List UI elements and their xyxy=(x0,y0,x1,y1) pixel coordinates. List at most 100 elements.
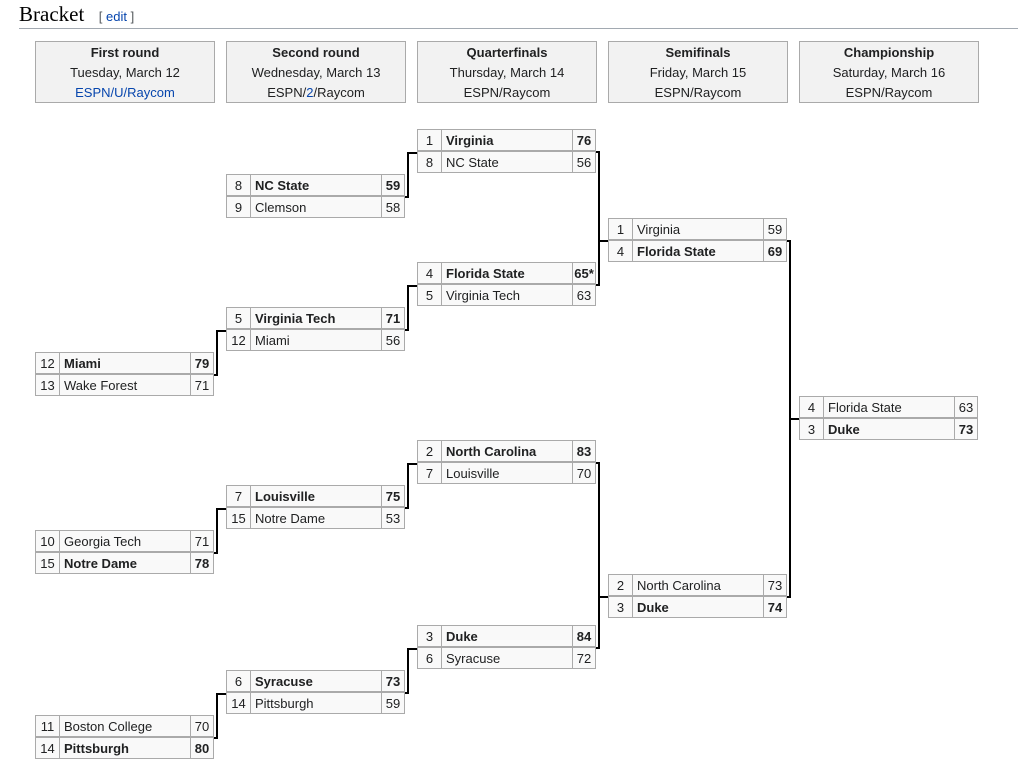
round-date: Thursday, March 14 xyxy=(449,65,565,80)
team-name: Florida State xyxy=(632,240,764,262)
team-seed: 3 xyxy=(417,625,442,647)
round-name: First round xyxy=(90,45,160,60)
tv-raycom: Raycom xyxy=(317,85,365,100)
team-score: 70 xyxy=(190,715,214,737)
round-header-semifinals: Semifinals Friday, March 15 ESPN/Raycom xyxy=(608,41,788,103)
connector-line xyxy=(598,596,608,598)
team-seed: 7 xyxy=(417,462,442,484)
team-name: Louisville xyxy=(250,485,382,507)
team-name: Virginia xyxy=(632,218,764,240)
team-score: 59 xyxy=(763,218,787,240)
team-seed: 2 xyxy=(417,440,442,462)
edit-link[interactable]: edit xyxy=(106,9,127,24)
section-title: Bracket xyxy=(19,2,85,26)
team-seed: 1 xyxy=(417,129,442,151)
connector-line xyxy=(789,418,799,420)
connector-line xyxy=(216,508,226,510)
team-score: 53 xyxy=(381,507,405,529)
team-name: North Carolina xyxy=(632,574,764,596)
team-name: Notre Dame xyxy=(250,507,382,529)
team-name: Syracuse xyxy=(441,647,573,669)
team-score: 73 xyxy=(954,418,978,440)
connector-line xyxy=(216,508,218,554)
team-seed: 10 xyxy=(35,530,60,552)
team-seed: 8 xyxy=(417,151,442,173)
connector-line xyxy=(407,463,417,465)
team-score: 59 xyxy=(381,692,405,714)
team-score: 65* xyxy=(572,262,596,284)
edit-bracket-open: [ xyxy=(98,9,103,24)
team-name: NC State xyxy=(441,151,573,173)
team-seed: 1 xyxy=(608,218,633,240)
team-score: 83 xyxy=(572,440,596,462)
section-heading: Bracket [ edit ] xyxy=(19,2,1018,29)
team-name: Virginia Tech xyxy=(441,284,573,306)
tv-espn: ESPN xyxy=(267,85,303,100)
team-name: Boston College xyxy=(59,715,191,737)
connector-line xyxy=(407,463,409,509)
round-header-quarterfinals: Quarterfinals Thursday, March 14 ESPN/Ra… xyxy=(417,41,597,103)
connector-line xyxy=(598,151,600,286)
round-tv: ESPN/Raycom xyxy=(654,85,742,100)
team-score: 76 xyxy=(572,129,596,151)
connector-line xyxy=(216,693,226,695)
team-seed: 6 xyxy=(417,647,442,669)
team-score: 73 xyxy=(381,670,405,692)
team-score: 84 xyxy=(572,625,596,647)
tv-link-u[interactable]: U xyxy=(114,85,124,100)
team-score: 74 xyxy=(763,596,787,618)
round-tv: ESPN/U/Raycom xyxy=(75,85,175,100)
connector-line xyxy=(407,648,417,650)
team-score: 56 xyxy=(381,329,405,351)
team-name: Virginia Tech xyxy=(250,307,382,329)
connector-line xyxy=(407,648,409,694)
team-score: 71 xyxy=(381,307,405,329)
team-score: 75 xyxy=(381,485,405,507)
tv-link-raycom[interactable]: Raycom xyxy=(127,85,175,100)
connector-line xyxy=(598,240,608,242)
tv-link-espn[interactable]: ESPN xyxy=(75,85,111,100)
team-name: North Carolina xyxy=(441,440,573,462)
team-name: Florida State xyxy=(441,262,573,284)
team-seed: 3 xyxy=(799,418,824,440)
team-name: Wake Forest xyxy=(59,374,191,396)
team-score: 71 xyxy=(190,530,214,552)
connector-line xyxy=(407,285,409,331)
team-score: 79 xyxy=(190,352,214,374)
team-seed: 15 xyxy=(226,507,251,529)
round-tv: ESPN/Raycom xyxy=(463,85,551,100)
connector-line xyxy=(407,152,409,198)
team-seed: 5 xyxy=(226,307,251,329)
team-name: Louisville xyxy=(441,462,573,484)
team-name: Pittsburgh xyxy=(59,737,191,759)
round-date: Wednesday, March 13 xyxy=(251,65,381,80)
team-seed: 9 xyxy=(226,196,251,218)
team-score: 78 xyxy=(190,552,214,574)
team-name: Florida State xyxy=(823,396,955,418)
team-seed: 8 xyxy=(226,174,251,196)
team-seed: 14 xyxy=(35,737,60,759)
team-name: Miami xyxy=(59,352,191,374)
team-name: Miami xyxy=(250,329,382,351)
team-score: 59 xyxy=(381,174,405,196)
team-name: NC State xyxy=(250,174,382,196)
team-seed: 12 xyxy=(226,329,251,351)
round-date: Tuesday, March 12 xyxy=(70,65,180,80)
team-seed: 4 xyxy=(417,262,442,284)
connector-line xyxy=(598,462,600,649)
team-name: Duke xyxy=(441,625,573,647)
team-seed: 3 xyxy=(608,596,633,618)
connector-line xyxy=(216,693,218,739)
connector-line xyxy=(407,285,417,287)
team-score: 70 xyxy=(572,462,596,484)
tv-link-2[interactable]: 2 xyxy=(306,85,314,100)
team-name: Virginia xyxy=(441,129,573,151)
team-seed: 13 xyxy=(35,374,60,396)
team-name: Clemson xyxy=(250,196,382,218)
team-seed: 6 xyxy=(226,670,251,692)
round-tv: ESPN/2/Raycom xyxy=(267,85,365,100)
round-header-first: First round Tuesday, March 12 ESPN/U/Ray… xyxy=(35,41,215,103)
round-name: Semifinals xyxy=(665,45,731,60)
team-score: 72 xyxy=(572,647,596,669)
edit-bracket-close: ] xyxy=(130,9,135,24)
